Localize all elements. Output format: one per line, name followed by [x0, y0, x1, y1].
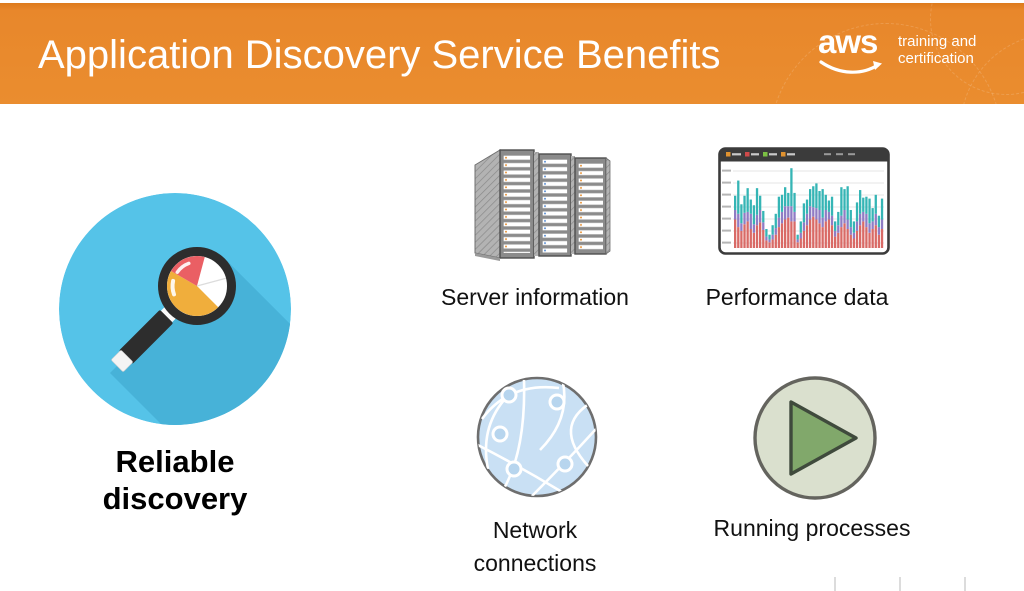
magnifier-pie-icon	[59, 193, 291, 425]
network-globe-icon	[476, 376, 598, 498]
header-bar: Application Discovery Service Benefits a…	[0, 3, 1024, 104]
aws-logo: aws training and certification	[818, 25, 977, 77]
aws-smile-icon	[819, 60, 882, 74]
reliable-discovery-label: Reliable discovery	[102, 444, 248, 516]
server-information-label: Server information	[441, 284, 629, 310]
faint-tick	[899, 577, 901, 591]
chart-bars	[734, 168, 884, 248]
performance-chart-icon	[718, 147, 890, 255]
chart-legend	[726, 152, 855, 157]
slide-title: Application Discovery Service Benefits	[38, 33, 721, 77]
aws-wordmark: aws	[818, 23, 878, 60]
faint-tick	[834, 577, 836, 591]
performance-data-label: Performance data	[705, 284, 889, 310]
network-connections-label: Network connections	[473, 517, 597, 576]
play-circle-icon	[753, 376, 877, 500]
faint-tick	[964, 577, 966, 591]
aws-brand: aws	[818, 25, 886, 77]
aws-tagline: training and certification	[898, 33, 977, 67]
running-processes-label: Running processes	[713, 515, 911, 541]
server-racks-icon	[474, 149, 611, 261]
